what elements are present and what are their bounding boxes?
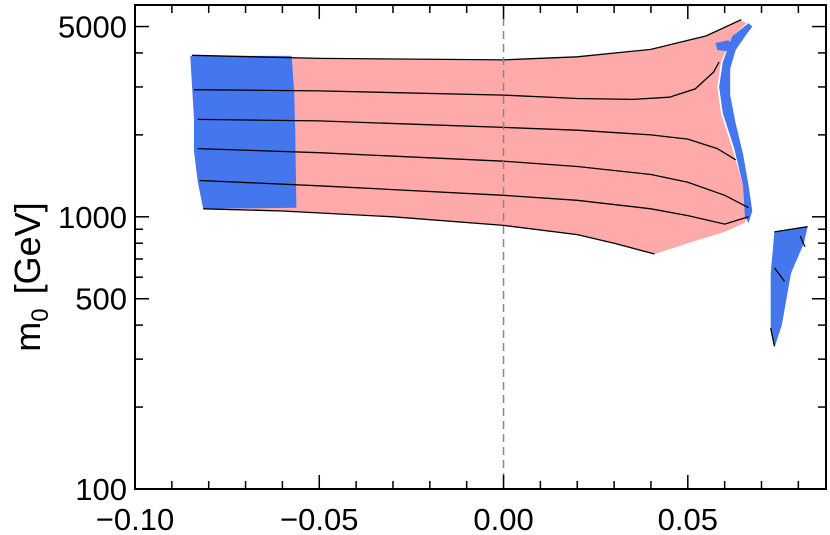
blue-band-left (190, 55, 297, 209)
y-axis-title-unit: [GeV] (7, 202, 48, 294)
pink-region (190, 19, 749, 255)
y-tick-label: 1000 (58, 200, 127, 235)
contour-5 (199, 179, 749, 225)
blue-island (770, 226, 808, 348)
contour-2 (193, 61, 720, 101)
x-tick-label: 0.05 (658, 502, 718, 535)
contour-bottom (203, 208, 655, 255)
x-tick-label: −0.05 (280, 502, 358, 535)
y-tick-label: 5000 (58, 10, 127, 45)
contour-top (192, 19, 742, 61)
contour-4 (197, 147, 749, 209)
y-tick-label: 500 (75, 282, 127, 317)
contour-3 (197, 118, 737, 161)
y-axis-title-main: m (7, 322, 48, 352)
blue-notch (715, 40, 734, 52)
contour-island-b (799, 235, 806, 248)
y-axis-title-sub: 0 (27, 308, 54, 321)
x-tick-labels: −0.10 −0.05 0.00 0.05 (96, 502, 718, 535)
y-tick-labels: 100 500 1000 5000 (58, 10, 127, 507)
chart-regions (190, 19, 808, 348)
contour-island-c (773, 267, 785, 282)
chart-contours (192, 19, 808, 347)
x-tick-label: 0.00 (473, 502, 533, 535)
blue-band-right-edge (719, 23, 753, 223)
contour-island-a (774, 226, 808, 233)
y-axis-title: m0 [GeV] (7, 202, 54, 351)
y-tick-label: 100 (75, 472, 127, 507)
plot-frame (134, 4, 827, 490)
contour-island-d (770, 327, 776, 347)
x-tick-label: −0.10 (96, 502, 174, 535)
